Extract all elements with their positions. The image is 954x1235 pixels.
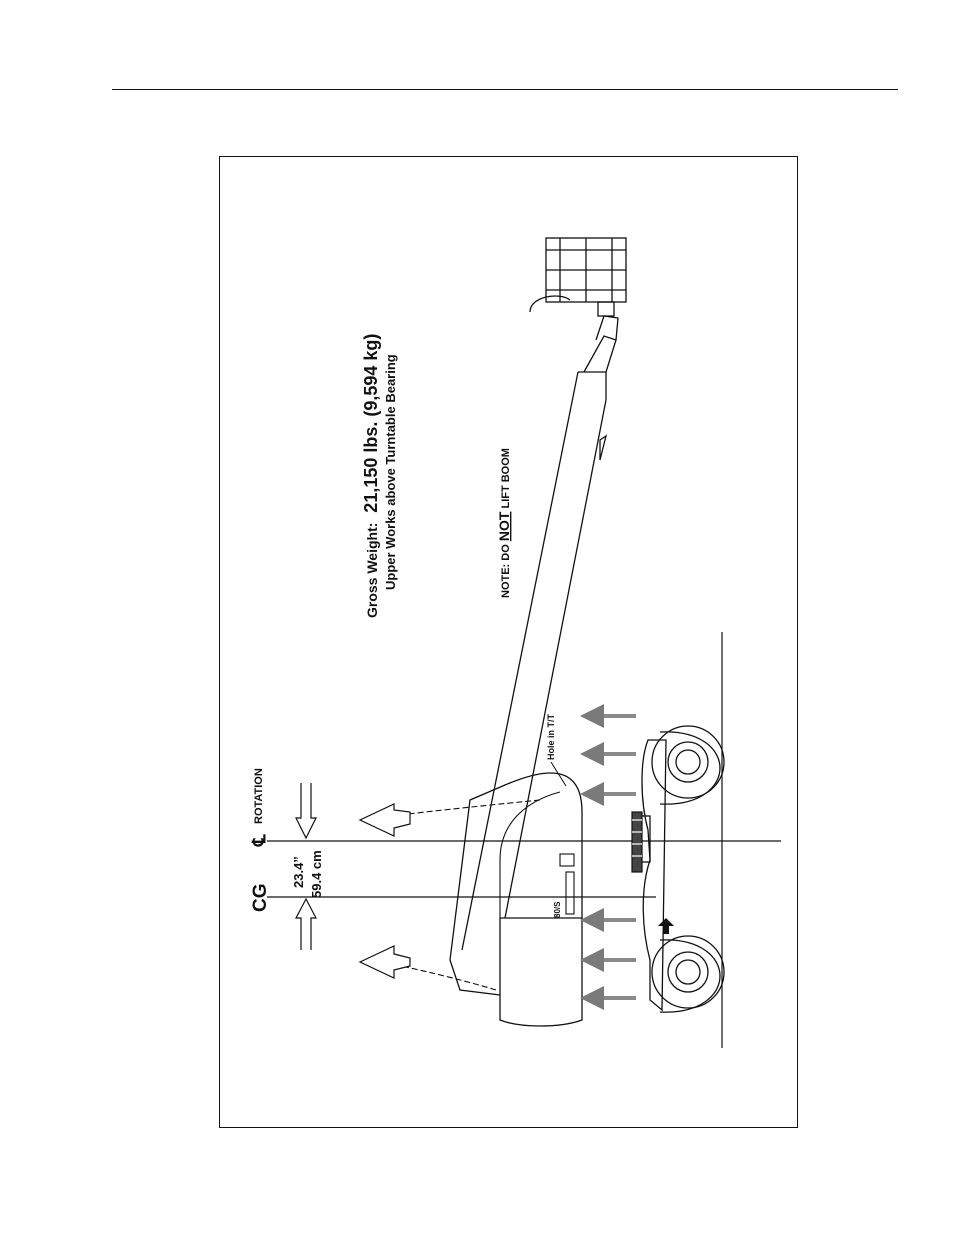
- lift-direction-arrows: [360, 804, 410, 978]
- offset-inches: 23.4”: [291, 856, 306, 888]
- note-block: NOTE: DO NOT LIFT BOOM: [496, 448, 512, 598]
- turntable-bearing: [632, 812, 642, 872]
- gross-weight-block: Gross Weight: 21,150 lbs. (9,594 kg) Upp…: [361, 334, 398, 618]
- note-prefix: NOTE: DO: [500, 541, 512, 598]
- upper-works-label: Upper Works above Turntable Bearing: [383, 354, 398, 590]
- note-suffix: LIFT BOOM: [500, 448, 512, 509]
- cg-label: CG: [250, 884, 271, 913]
- svg-text:Gross Weight: 21,150 lbs: Gross Weight: 21,150 lbs. (9,594 kg): [361, 334, 381, 618]
- front-wheel: [652, 726, 724, 798]
- gross-weight-value: 21,150 lbs. (9,594 kg): [361, 334, 381, 513]
- hole-leader: [551, 762, 566, 786]
- platform-basket: [530, 238, 626, 316]
- hole-label: Hole in T/T: [546, 714, 556, 761]
- direction-arrow-icon: [658, 918, 674, 934]
- turntable-riser: [450, 773, 582, 995]
- svg-text:NOTE: DO NOT LIF: NOTE: DO NOT LIFT BOOM: [496, 448, 512, 598]
- rotation-label: ROTATION: [253, 768, 265, 824]
- model-plate: [566, 872, 574, 914]
- offset-cm: 59.4 cm: [309, 850, 324, 898]
- boom: [462, 316, 618, 950]
- note-emphasis: NOT: [496, 511, 512, 541]
- cylinder-block: [560, 854, 574, 866]
- counterweight: [500, 918, 582, 1026]
- gross-weight-label: Gross Weight:: [364, 523, 380, 618]
- support-arrows: [592, 716, 636, 998]
- rotation-symbol: ℄: [249, 834, 269, 847]
- model-label: 80/S: [553, 901, 562, 918]
